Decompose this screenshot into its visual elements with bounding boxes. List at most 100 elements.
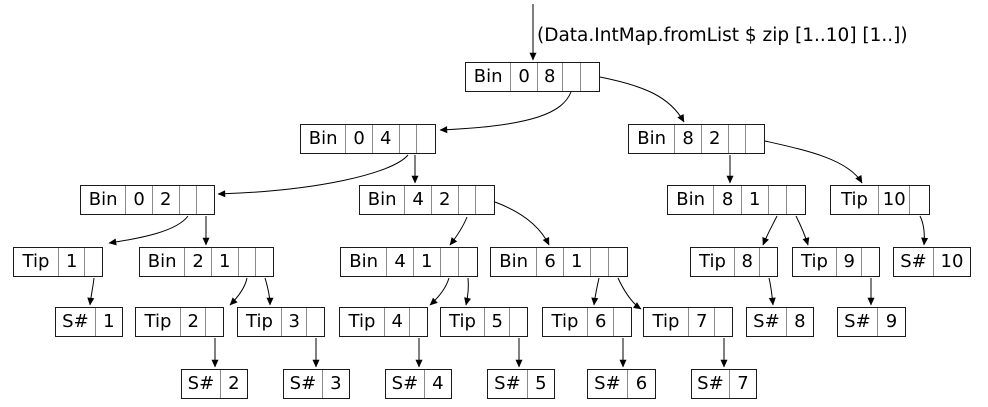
edge-b21-right <box>264 277 274 306</box>
edge-b41-right <box>464 277 471 306</box>
node-tip-10-port <box>909 186 929 214</box>
diagram-caption: (Data.IntMap.fromList $ zip [1..10] [1..… <box>537 25 908 46</box>
node-bin-2-1-cell-1: 2 <box>184 248 211 276</box>
node-bin-8-2-port <box>727 125 746 153</box>
node-tip-5-cell-0: Tip <box>449 311 476 332</box>
node-tip-9-cell-1: 9 <box>835 248 861 276</box>
node-s-1-cell-0: S# <box>62 311 89 332</box>
edge-b41-left <box>429 277 450 306</box>
edge-b61-left <box>591 277 600 306</box>
node-s-1-cell-1: 1 <box>94 308 122 336</box>
node-tip-7-cell-0: Tip <box>652 311 680 332</box>
edge-b42-right <box>494 201 550 246</box>
node-bin-4-1-cell-0: Bin <box>349 251 379 272</box>
edge-b61-right <box>617 277 642 310</box>
node-tip-9-cell-0: Tip <box>801 251 828 272</box>
node-tip-6-port <box>613 308 631 336</box>
node-bin-8-2-port <box>745 125 764 153</box>
edge-b81-left <box>762 215 778 246</box>
node-s-2-cell-1: 2 <box>219 370 247 398</box>
node-s-7-cell-0: S# <box>697 373 724 394</box>
node-bin-0-8-port <box>580 63 599 91</box>
node-s-4-cell-1: 4 <box>423 370 451 398</box>
node-s-10-cell-1: 10 <box>932 248 970 276</box>
node-tip-8-cell-0: Tip <box>699 251 726 272</box>
node-s-2: S#2 <box>181 369 248 399</box>
node-bin-0-8-cell-0: Bin <box>473 66 503 87</box>
node-s-6: S#6 <box>587 369 656 399</box>
node-bin-4-1-cell-1: 4 <box>386 248 413 276</box>
node-s-9-cell-1: 9 <box>876 308 905 336</box>
node-s-6-cell-0: S# <box>594 373 621 394</box>
node-bin-4-1-port <box>439 248 459 276</box>
node-tip-7: Tip 7 <box>643 307 733 337</box>
node-s-8: S#8 <box>746 307 814 337</box>
node-tip-6-cell-1: 6 <box>586 308 613 336</box>
node-s-5-cell-0: S# <box>494 373 521 394</box>
node-tip-5-port <box>509 308 527 336</box>
node-tip-9: Tip 9 <box>792 247 880 277</box>
node-s-10-cell-0: S# <box>900 251 927 272</box>
node-s-7: S#7 <box>691 369 757 399</box>
node-tip-3-cell-0: Tip <box>246 311 273 332</box>
node-bin-8-1-cell-0: Bin <box>676 189 706 210</box>
node-bin-0-4-port <box>398 125 417 153</box>
node-bin-4-1-cell-2: 1 <box>412 248 440 276</box>
node-s-8-cell-0: S# <box>753 311 780 332</box>
node-bin-0-4-cell-2: 4 <box>371 125 399 153</box>
node-s-9: S#9 <box>837 307 906 337</box>
node-bin-6-1-cell-2: 1 <box>562 248 590 276</box>
node-tip-2-cell-1: 2 <box>179 308 205 336</box>
node-bin-4-2-cell-0: Bin <box>367 189 397 210</box>
node-s-4: S#4 <box>385 369 452 399</box>
node-tip-3-cell-1: 3 <box>280 308 306 336</box>
node-bin-2-1-cell-0: Bin <box>147 251 177 272</box>
edge-t10-val <box>919 215 929 246</box>
node-tip-7-cell-1: 7 <box>687 308 714 336</box>
node-bin-8-1-port <box>767 186 787 214</box>
node-s-3: S#3 <box>283 369 350 399</box>
node-bin-0-4-port <box>416 125 435 153</box>
node-bin-8-1-cell-2: 1 <box>740 186 768 214</box>
edge-root-right <box>599 76 685 123</box>
node-bin-2-1-port <box>237 248 256 276</box>
node-tip-1-cell-1: 1 <box>57 248 84 276</box>
node-bin-0-4-cell-1: 0 <box>345 125 372 153</box>
node-tip-6: Tip 6 <box>542 307 632 337</box>
node-bin-8-2-cell-0: Bin <box>637 128 667 149</box>
edge-b82-right <box>764 140 863 184</box>
node-tip-10-cell-1: 10 <box>878 186 909 214</box>
node-tip-6-cell-0: Tip <box>551 311 579 332</box>
node-bin-0-2-cell-0: Bin <box>88 189 118 210</box>
node-bin-6-1-port <box>589 248 609 276</box>
node-tip-4-cell-0: Tip <box>348 311 376 332</box>
node-tip-9-port <box>861 248 879 276</box>
node-s-5: S#5 <box>487 369 555 399</box>
node-s-4-cell-0: S# <box>391 373 419 394</box>
node-tip-3: Tip 3 <box>237 307 325 337</box>
node-tip-7-port <box>714 308 732 336</box>
node-bin-0-8-port <box>561 63 581 91</box>
node-bin-8-2-cell-1: 8 <box>674 125 701 153</box>
node-s-9-cell-0: S# <box>844 311 871 332</box>
node-bin-8-2-cell-2: 2 <box>700 125 728 153</box>
node-bin-8-1-cell-1: 8 <box>713 186 741 214</box>
node-bin-6-1-cell-0: Bin <box>499 251 529 272</box>
node-bin-6-1-port <box>608 248 627 276</box>
node-bin-4-2-port <box>457 186 476 214</box>
node-tip-4-cell-1: 4 <box>383 308 409 336</box>
edge-t1-val <box>87 277 95 306</box>
